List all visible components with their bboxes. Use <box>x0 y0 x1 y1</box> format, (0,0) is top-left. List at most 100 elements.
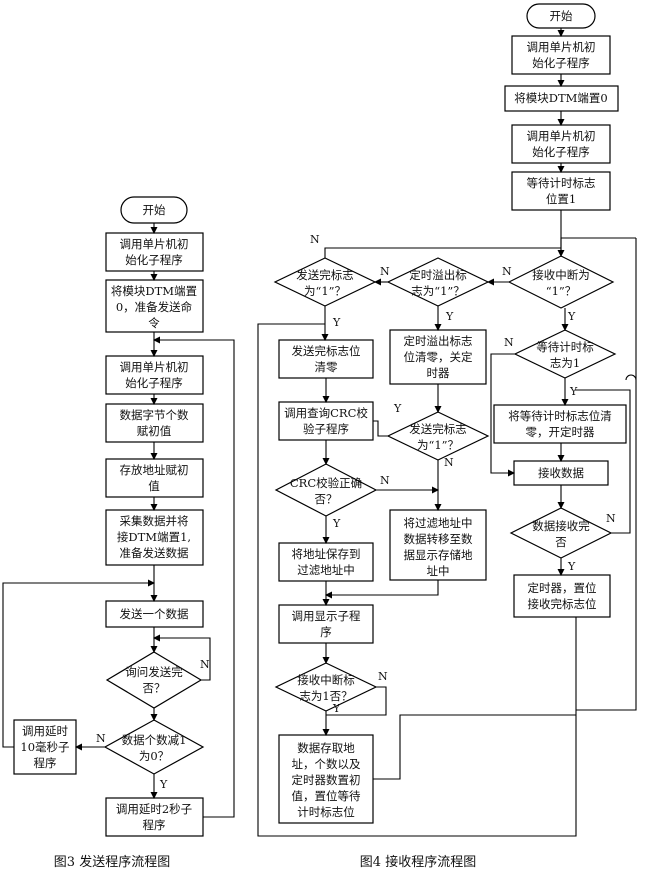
f4-init2-line1: 调用单片机初 <box>527 129 596 143</box>
f4-overflow-line2: 志为“1”？ <box>411 284 465 298</box>
f4-recv-int-y-label: Y <box>567 310 576 323</box>
f3-addr-init-line2: 值 <box>148 479 160 493</box>
f4-start-label: 开始 <box>550 9 573 23</box>
f4-timer-set-box <box>513 574 611 618</box>
f3-dtm0-line1: 将模块DTM端置 <box>111 284 197 298</box>
f4-recv-int0-line1: 接收中断标 <box>297 673 355 687</box>
f3-init2-line2: 始化子程序 <box>125 376 183 390</box>
f4-send-done1-y-label: Y <box>332 316 341 329</box>
f4-save-addr-line1: 将地址保存到 <box>292 547 361 561</box>
f4-wait-flag-box <box>511 171 611 211</box>
f3-init2-line1: 调用单片机初 <box>120 360 189 374</box>
f4-clear-overflow-line1: 定时溢出标志 <box>404 334 473 348</box>
f3-init1-line2: 始化子程序 <box>125 253 183 267</box>
f4-wait-flag-q-line2: 志为1 <box>550 356 580 370</box>
f4-dtm0-box <box>504 85 619 112</box>
f4-clear-overflow-line2: 位清零，关定 <box>404 350 473 364</box>
f3-query-done-decision <box>105 651 203 709</box>
f4-clear-send-box <box>278 339 374 379</box>
f4-save-addr-line2: 过滤地址中 <box>297 563 355 577</box>
f4-send-done1-decision <box>273 257 377 307</box>
f4-overflow-y-label: Y <box>445 310 454 323</box>
f4-init1-line1: 调用单片机初 <box>527 40 596 54</box>
f3-count-init-line1: 数据字节个数 <box>120 408 189 422</box>
f3-init1-line1: 调用单片机初 <box>120 237 189 251</box>
f4-init1-box <box>511 35 611 75</box>
f4-timer-set-line1: 定时器，置位 <box>528 581 597 595</box>
f4-recv-int-line1: 接收中断为 <box>532 268 590 282</box>
f4-recv-int0-y-label: Y <box>332 702 341 715</box>
f4-recv-done-n-label: N <box>606 512 616 525</box>
f4-caption: 图4 接收程序流程图 <box>360 854 476 870</box>
f4-connectors <box>257 28 637 837</box>
f4-recv-int-n-label: N <box>502 265 512 278</box>
f4-overflow-line1: 定时溢出标 <box>409 268 467 282</box>
figure-4-receive-flowchart: 开始 调用单片机初 始化子程序 将模块DTM端置0 调用单片机初 始化子程序 等… <box>257 3 637 870</box>
f4-recv-data-label: 接收数据 <box>538 466 584 480</box>
f4-crc-y-label: Y <box>332 517 341 530</box>
f3-send-one-label: 发送一个数据 <box>120 607 189 621</box>
f4-clear-overflow-line3: 时器 <box>427 366 450 380</box>
f4-transfer-line3: 据显示存储地 <box>404 548 473 562</box>
f3-dtm0-line3: 令 <box>148 316 160 330</box>
f3-send-one-box <box>105 600 204 628</box>
f4-recv-done-line2: 否 <box>555 535 567 549</box>
f4-recv-int0-line2: 志为1否？ <box>299 689 352 703</box>
f3-count-dec-line2: 为0？ <box>139 749 169 763</box>
f4-display-line2: 序 <box>320 625 332 639</box>
f4-send-done2-line2: 为“1”？ <box>417 438 459 452</box>
f4-crc-call-line1: 调用查询CRC校 <box>284 406 368 420</box>
f4-save-addr-box <box>278 542 374 582</box>
f4-recv-int-line2: “1”？ <box>546 284 577 298</box>
f4-recv-int0-decision <box>274 662 378 712</box>
f3-delay10-line2: 10毫秒子 <box>20 740 69 754</box>
f4-send-done1-line2: 为“1”？ <box>304 284 346 298</box>
f4-wait-flag-line2: 位置1 <box>546 192 576 206</box>
f3-addr-init-line1: 存放地址赋初 <box>120 463 189 477</box>
f3-count-y-label: Y <box>159 778 168 791</box>
f4-recv-int-decision <box>507 255 615 309</box>
f3-caption: 图3 发送程序流程图 <box>54 854 170 870</box>
f4-transfer-line2: 数据转移至数 <box>404 532 473 546</box>
f4-store-line5: 计时标志位 <box>297 805 355 819</box>
f4-store-line1: 数据存取地 <box>297 741 355 755</box>
f4-send-done1-n-label: N <box>310 233 320 246</box>
f3-count-init-line2: 赋初值 <box>137 424 172 438</box>
f4-wait-n-label: N <box>504 336 514 349</box>
f4-crc-n-label: N <box>380 474 390 487</box>
f3-init1-box <box>105 232 204 272</box>
f4-store-line2: 址，个数以及 <box>292 757 361 771</box>
f4-recv-done-line1: 数据接收完 <box>532 519 590 533</box>
f3-query-done-line2: 否？ <box>143 681 166 695</box>
f4-send-done2-line1: 发送完标志 <box>409 422 467 436</box>
f4-clear-overflow-box <box>389 329 487 385</box>
f4-recv-int0-n-label: N <box>378 670 388 683</box>
f3-dtm0-line2: 0，准备发送命 <box>116 300 193 314</box>
f4-overflow-decision <box>386 257 490 307</box>
f4-wait-flag-decision <box>513 329 617 379</box>
f3-collect-line1: 采集数据并将 <box>120 514 189 528</box>
f4-init2-box <box>511 124 611 164</box>
f4-crc-ok-line2: 否？ <box>315 492 338 506</box>
f4-send-done2-decision <box>386 411 490 461</box>
f3-delay2-line1: 调用延时2秒子 <box>116 802 192 816</box>
f3-count-dec-decision <box>103 719 205 775</box>
f3-count-dec-line1: 数据个数减1 <box>122 733 187 747</box>
f3-delay2-line2: 程序 <box>143 818 166 832</box>
f3-start-label: 开始 <box>143 203 166 217</box>
f4-init1-line2: 始化子程序 <box>532 56 590 70</box>
f4-crc-ok-line1: CRC校验正确 <box>290 476 362 490</box>
f4-init2-line2: 始化子程序 <box>532 145 590 159</box>
f4-clear-send-line2: 清零 <box>315 360 338 374</box>
f3-count-n-label: N <box>96 732 106 745</box>
f4-overflow-n-label: N <box>380 265 390 278</box>
f3-init2-box <box>105 355 204 395</box>
f4-wait-y-label: Y <box>569 385 578 398</box>
f3-delay10-line1: 调用延时 <box>22 724 68 738</box>
f3-query-done-line1: 询问发送完 <box>125 665 183 679</box>
f4-clear-wait-line2: 零，开定时器 <box>526 425 595 439</box>
f4-transfer-box <box>389 509 487 581</box>
f4-crc-call-line2: 验子程序 <box>303 422 349 436</box>
f3-connectors <box>2 223 235 818</box>
